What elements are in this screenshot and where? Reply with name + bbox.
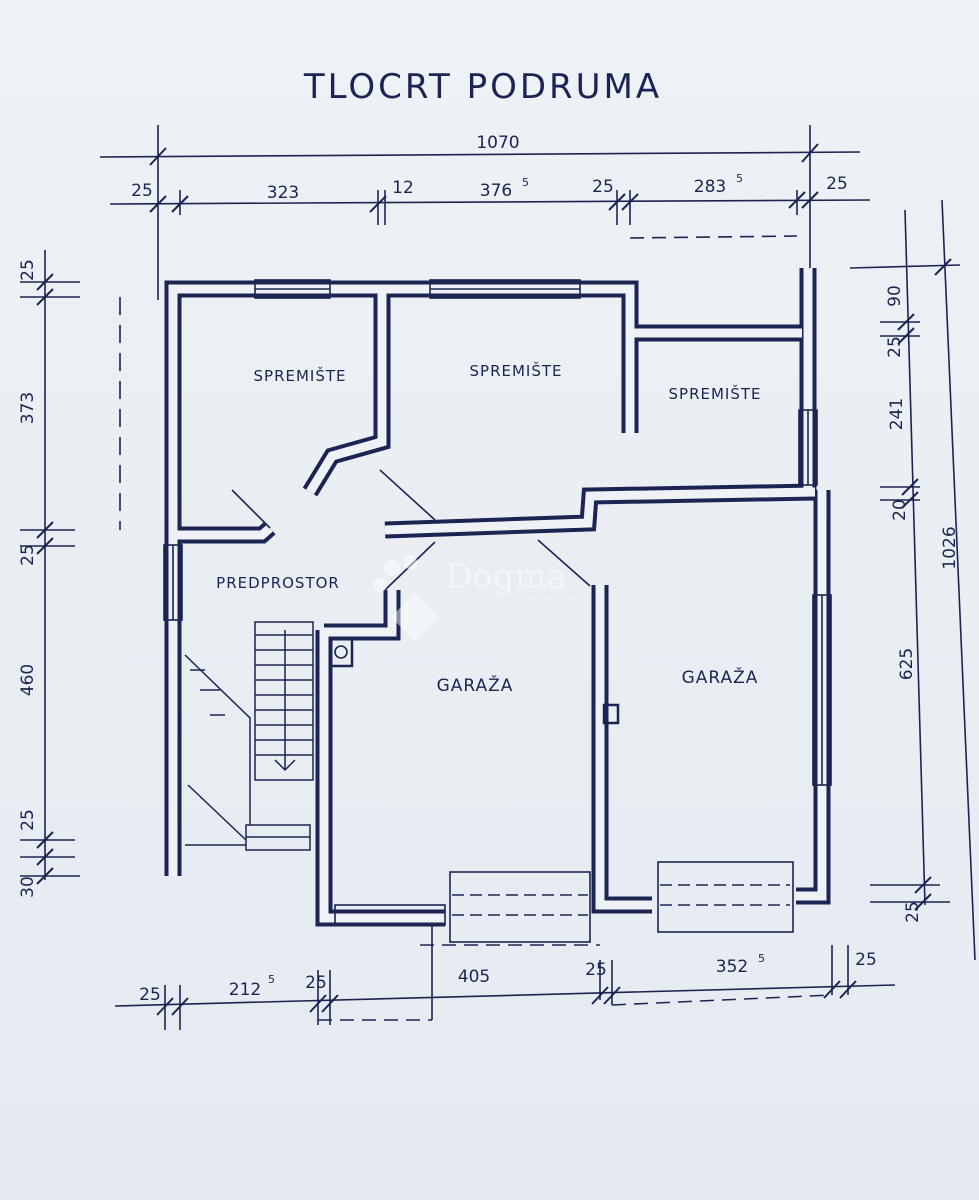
dim-right: 625	[897, 648, 917, 680]
dim-top: 25	[826, 174, 848, 194]
openings	[163, 279, 832, 943]
staircase	[184, 621, 314, 851]
dim-bottom: 25	[139, 985, 161, 1005]
dim-top: 25	[131, 181, 153, 201]
svg-text:nekretnine: nekretnine	[525, 594, 580, 605]
room-label-hall: PREDPROSTOR	[216, 574, 340, 592]
dim-top: 283	[694, 177, 726, 197]
dim-bottom: 352	[716, 957, 748, 977]
dim-right: 25	[885, 336, 905, 358]
room-label-storage-3: SPREMIŠTE	[669, 384, 762, 403]
dim-top: 12	[392, 178, 414, 198]
dimension-lines	[20, 125, 976, 1030]
dim-left: 373	[18, 392, 38, 424]
dim-left: 460	[18, 664, 38, 696]
dim-bottom: 25	[305, 973, 327, 993]
dim-top-sup: 5	[522, 176, 529, 189]
room-label-storage-2: SPREMIŠTE	[470, 361, 563, 380]
plan-title: TLOCRT PODRUMA	[303, 67, 662, 107]
dim-left: 25	[18, 809, 38, 831]
dim-top-total: 1070	[476, 133, 519, 153]
dim-bottom: 25	[585, 960, 607, 980]
dim-bottom: 25	[855, 950, 877, 970]
dim-right: 25	[903, 901, 923, 923]
dim-left: 25	[18, 544, 38, 566]
room-label-garage-1: GARAŽA	[437, 674, 514, 696]
svg-text:Dogma: Dogma	[445, 557, 567, 597]
dim-bottom-sup: 5	[268, 973, 275, 986]
dimension-labels: 1070 25 323 12 376 5 25 283 5 25 25 373 …	[18, 133, 960, 1005]
dim-bottom: 405	[458, 967, 490, 987]
dim-left: 30	[18, 876, 38, 898]
dim-right: 241	[887, 398, 907, 430]
watermark-logo: Dogma nekretnine	[373, 555, 580, 642]
dim-top: 323	[267, 183, 299, 203]
dim-right-total: 1026	[940, 526, 960, 569]
dim-right: 90	[885, 285, 905, 307]
room-label-storage-1: SPREMIŠTE	[254, 366, 347, 385]
dim-left: 25	[18, 259, 38, 281]
dim-right: 20	[890, 499, 910, 521]
dim-top-sup: 5	[736, 172, 743, 185]
dim-bottom: 212	[229, 980, 261, 1000]
room-label-garage-2: GARAŽA	[682, 666, 759, 688]
dim-top: 376	[480, 181, 512, 201]
dim-top: 25	[592, 177, 614, 197]
dim-bottom-sup: 5	[758, 952, 765, 965]
